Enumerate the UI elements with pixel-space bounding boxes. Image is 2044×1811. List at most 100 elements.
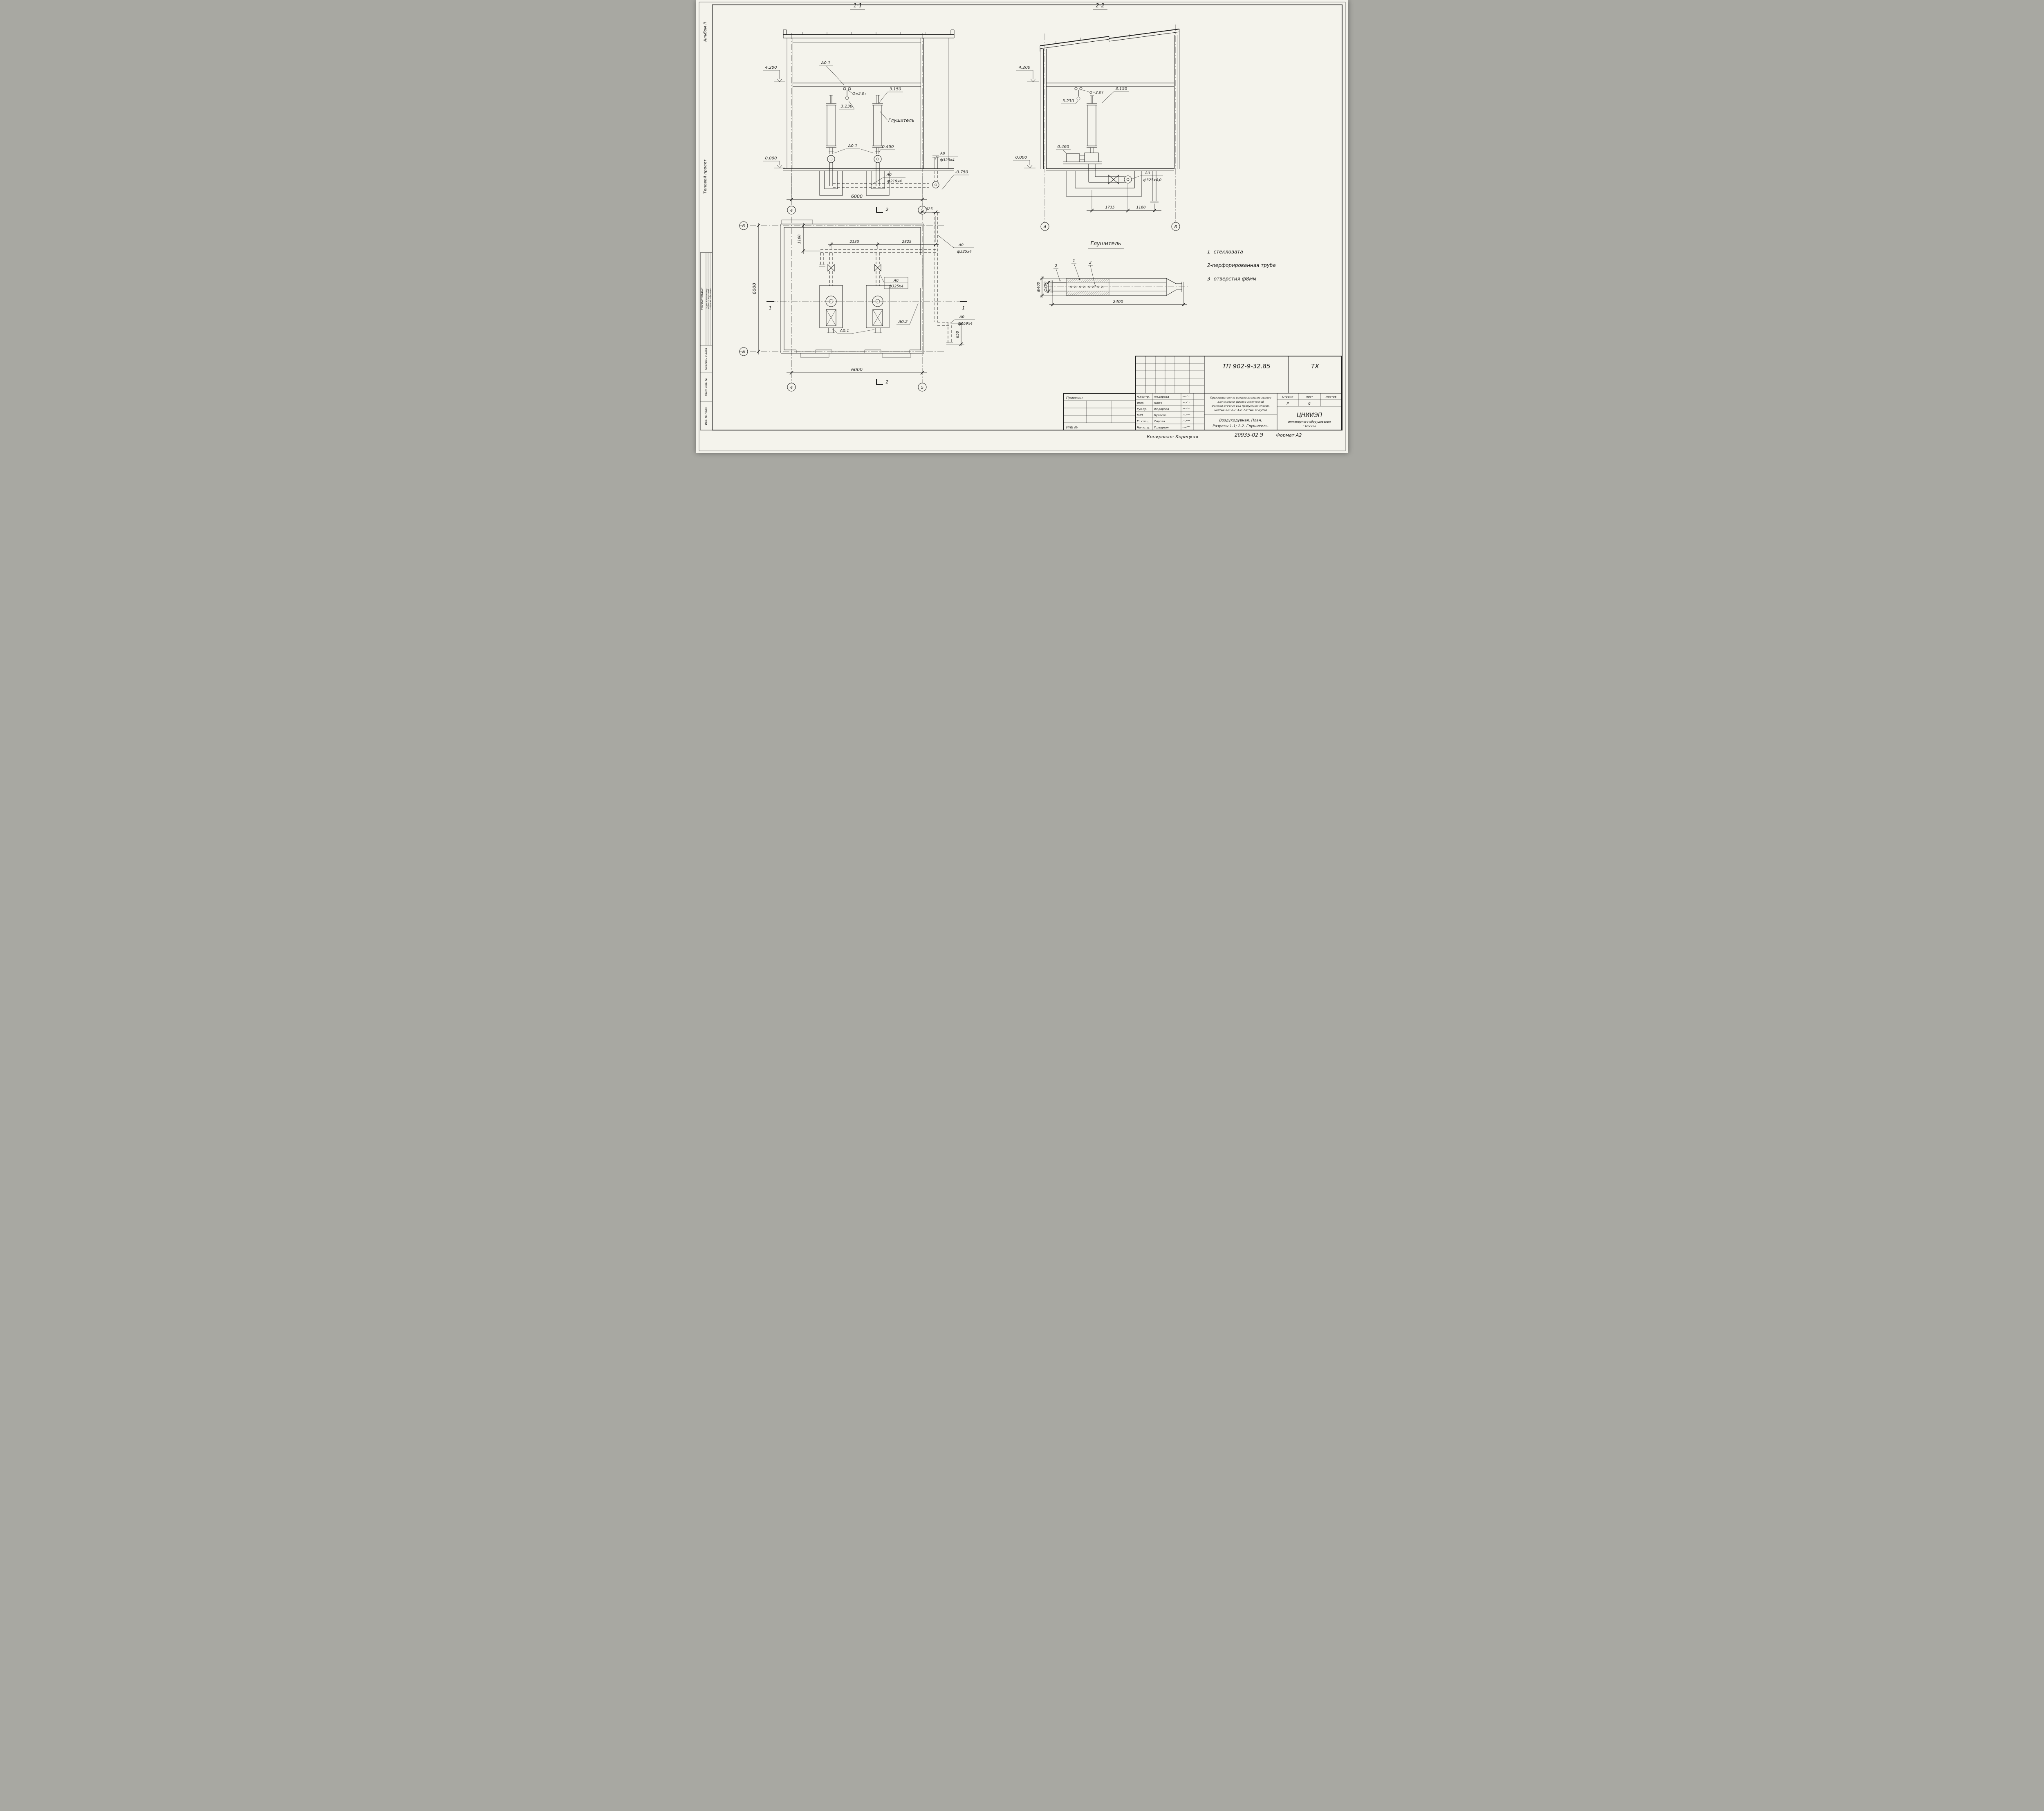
- approved-label: СОГЛАСОВАНО: [701, 287, 704, 310]
- elevation-4200: 4.200: [1018, 65, 1030, 70]
- sheet-value: 6: [1308, 402, 1311, 406]
- org-line3: г.Москва: [1302, 425, 1316, 428]
- pipe-box-size: ф325х4: [889, 285, 903, 289]
- stage-header: Стадия: [1282, 395, 1293, 399]
- muffler-body: [1046, 278, 1189, 296]
- dim-2130: 2130: [849, 240, 859, 244]
- axis-5: 5: [921, 208, 923, 213]
- names-grid: Н.контр. Федорова Инж. Каюч Рук.гр. Федо…: [1135, 393, 1204, 430]
- drawing-sheet: Альбом II Типовой проект СОГЛАСОВАНО Отд…: [696, 0, 1348, 453]
- dim-6000-v: 6000: [752, 283, 757, 294]
- legend-item-1: 1- стекловата: [1207, 249, 1243, 255]
- strip-vzam-label: Взам. инв. №: [704, 378, 708, 396]
- callout-1: 1: [1072, 259, 1075, 263]
- pipe-right-code: А0: [958, 243, 964, 247]
- pipe-chan-code: А0: [886, 173, 892, 177]
- footer-notes: Копировал: Корецкая 20935-02 Э Формат А2: [1147, 432, 1302, 439]
- muffler-callout: Глушитель: [888, 118, 914, 123]
- elevation-3230: 3.230: [1062, 99, 1074, 103]
- title-block: ТП 902-9-32.85 ТХ Н.контр. Федорова Инж.…: [1063, 356, 1342, 430]
- pipe-box-code: А0: [893, 279, 899, 283]
- dim-2400: 2400: [1113, 300, 1123, 304]
- margin-stamp-table: СОГЛАСОВАНО Отдел АСП Лавочкер Отдел СТ …: [700, 252, 712, 430]
- axis-5: 5: [921, 386, 923, 390]
- legend: 1- стекловата 2-перфорированная труба 3-…: [1207, 249, 1276, 282]
- mufflers-1-1: [825, 95, 883, 163]
- blueprint-svg: Альбом II Типовой проект СОГЛАСОВАНО Отд…: [696, 0, 1348, 453]
- axis-4: 4: [790, 208, 792, 213]
- muffler-callouts: 2 1 3: [1053, 259, 1096, 287]
- pits-1-1: [819, 155, 939, 196]
- sheets-header: Листов: [1325, 395, 1336, 399]
- row-role: Рук.гр.: [1137, 408, 1147, 411]
- binding-label: Привязан: [1066, 396, 1083, 400]
- hoist-capacity: Q=2,0т: [1089, 91, 1104, 95]
- callout-2: 2: [1054, 264, 1057, 268]
- labels-2-2: 4.200 Q=2,0т 3.150 3.230 0.460 0.000 А0 …: [1013, 65, 1163, 182]
- copied-by: Копировал: Корецкая: [1147, 434, 1198, 439]
- dim-6000: 6000: [851, 194, 863, 199]
- section-1-1: 1-1 4.200: [762, 3, 969, 215]
- pipe-out-code: А0: [959, 315, 964, 319]
- muffler-dims: ф400 ф200 2400: [1037, 276, 1187, 307]
- section-2-2-title: 2-2: [1096, 3, 1104, 9]
- dim-6000-b: 6000: [851, 367, 863, 372]
- sheet-header: Лист: [1305, 395, 1313, 399]
- stage-cell: Стадия Лист Листов Р 6 ЦНИИЭП инженерног…: [1277, 393, 1342, 428]
- elevation-0000: 0.000: [765, 156, 777, 161]
- callout-3: 3: [1089, 260, 1091, 265]
- row-name: Сирота: [1154, 420, 1165, 423]
- pipe-out-size: ф159х4: [958, 322, 973, 326]
- plan-piping: [766, 212, 967, 345]
- dim-1160: 1160: [1136, 206, 1145, 210]
- sheet-name-2: Разрезы 1-1; 2-2. Глушитель.: [1213, 424, 1269, 428]
- project-desc-2: для станции физико-химической: [1217, 400, 1264, 403]
- row-role: Н.контр.: [1137, 395, 1150, 399]
- elevation-0460: 0.460: [1057, 145, 1069, 149]
- row-role: Гл.спец.: [1137, 420, 1149, 423]
- labels-1-1: 4.200 А0.1 Q=2,0т 3.150 3.230 Глушитель …: [762, 61, 969, 190]
- units-mark: А0.1: [839, 329, 849, 333]
- pipe-chan-size: ф219х4: [887, 179, 902, 184]
- axis-4: 4: [790, 386, 792, 390]
- pipe-right-size: ф325х4: [957, 250, 972, 254]
- pit-2-2: [1066, 164, 1159, 203]
- signatures: [1182, 395, 1190, 428]
- doc-code: 20935-02 Э: [1235, 432, 1264, 438]
- cut-mark-2: 2: [885, 207, 888, 212]
- inv-label: ИНВ №: [1066, 426, 1078, 429]
- org-line2: инженерного оборудования: [1288, 420, 1330, 424]
- plan-dims: 1160 2130 2825 6000 6000 850 2: [752, 216, 964, 385]
- row-role: Нач.отд.: [1137, 426, 1150, 429]
- hoist-1-1: [843, 87, 851, 100]
- strip-sign-label: Подпись и дата: [704, 348, 708, 370]
- row-name: Булаева: [1154, 414, 1166, 417]
- project-desc-4: ностью 1,4; 2,7; 4,2; 7,0 тыс. м³/сутки: [1214, 408, 1267, 412]
- elevation-4200: 4.200: [765, 65, 777, 70]
- org-name: ЦНИИЭП: [1296, 412, 1322, 419]
- doc-mark: ТХ: [1311, 363, 1319, 370]
- sheet-name-1: Воздуходувная. План.: [1219, 419, 1262, 423]
- pipe-size: ф325х4,0: [1143, 178, 1161, 182]
- plan-units: [819, 285, 889, 333]
- dims-1-1: 6000 625 4 5 2: [786, 173, 940, 215]
- pipe-right-code: А0: [940, 152, 945, 156]
- section-1-1-title: 1-1: [853, 3, 862, 9]
- album-label: Альбом II: [703, 22, 708, 42]
- dims-2-2: 1735 1160 А Б: [1040, 184, 1180, 231]
- plan-view: Б А 4 5: [738, 203, 975, 392]
- row-role: ГИП: [1137, 414, 1143, 417]
- format-label: Формат А2: [1276, 433, 1302, 438]
- project-desc-3: очистки сточных вод пропускной способ-: [1211, 404, 1270, 408]
- axis-a: А: [1043, 225, 1046, 229]
- description-cell: Производственно-вспомогательное здание д…: [1204, 396, 1277, 428]
- cut1-left: 1: [769, 305, 771, 311]
- doc-number: ТП 902-9-32.85: [1222, 363, 1270, 370]
- section-2-2: 2-2 4.200 Q=2,0т: [1013, 3, 1180, 231]
- pipe-code: А0: [1145, 171, 1150, 175]
- hoist-capacity: Q=2,0т: [852, 92, 867, 96]
- dim-850: 850: [956, 331, 960, 338]
- row-role: Инж.: [1137, 401, 1144, 405]
- approval-row: Отдел СТ Нарышева: [707, 289, 710, 309]
- approval-row: Отдел ЭЛ Шерстнева: [709, 288, 712, 309]
